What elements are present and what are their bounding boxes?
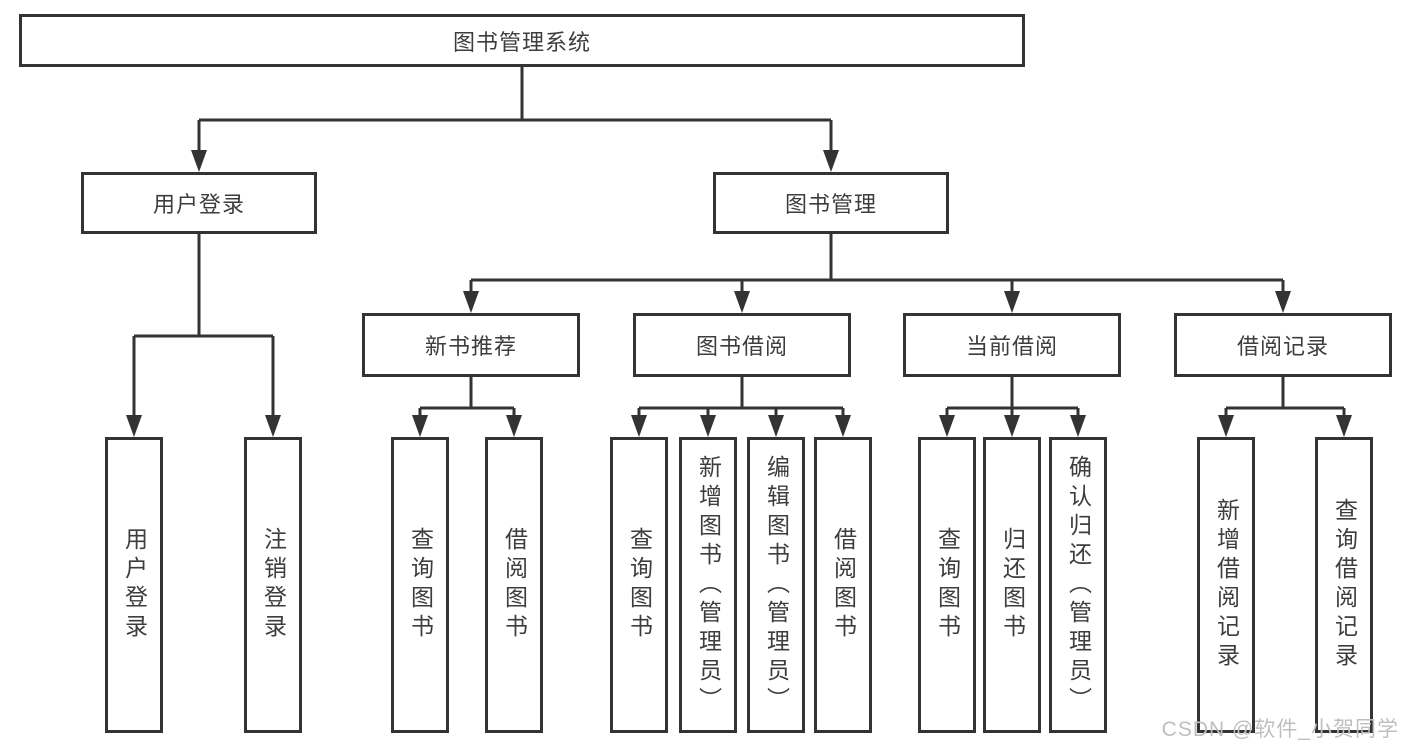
node-leaf-query-books: 查询图书 (391, 437, 449, 733)
node-label: 图书借阅 (695, 334, 788, 359)
node-current-borrowing: 当前借阅 (903, 313, 1121, 377)
node-leaf-edit-books-admin: 编辑图书（管理员） (747, 437, 805, 733)
node-new-book-recommend: 新书推荐 (362, 313, 580, 377)
node-leaf-confirm-return-admin: 确认归还（管理员） (1049, 437, 1107, 733)
connector-arrows (126, 150, 1352, 437)
node-label: 查询图书 (934, 527, 961, 643)
watermark: CSDN @软件_小贺同学 (1161, 718, 1399, 741)
node-label: 用户登录 (121, 527, 148, 643)
node-label: 查询图书 (626, 527, 653, 643)
node-label: 新增图书（管理员） (695, 454, 722, 716)
node-borrow-records: 借阅记录 (1174, 313, 1392, 377)
node-label: 借阅记录 (1236, 334, 1329, 359)
node-label: 新书推荐 (424, 334, 517, 359)
node-label: 注销登录 (260, 527, 287, 643)
node-leaf-add-borrow-record: 新增借阅记录 (1197, 437, 1255, 733)
node-label: 归还图书 (999, 527, 1026, 643)
node-user-login-module: 用户登录 (81, 172, 317, 234)
node-label: 借阅图书 (501, 527, 528, 643)
node-label: 图书管理系统 (452, 29, 591, 55)
node-leaf-logout: 注销登录 (244, 437, 302, 733)
node-leaf-borrow-books-2: 借阅图书 (814, 437, 872, 733)
node-book-management-module: 图书管理 (713, 172, 949, 234)
node-leaf-user-login: 用户登录 (105, 437, 163, 733)
node-label: 编辑图书（管理员） (763, 454, 790, 716)
node-leaf-borrow-books: 借阅图书 (485, 437, 543, 733)
node-label: 借阅图书 (830, 527, 857, 643)
node-leaf-query-books-3: 查询图书 (918, 437, 976, 733)
node-book-borrowing: 图书借阅 (633, 313, 851, 377)
node-leaf-query-books-2: 查询图书 (610, 437, 668, 733)
node-label: 确认归还（管理员） (1065, 454, 1092, 716)
node-label: 新增借阅记录 (1213, 498, 1240, 672)
node-label: 查询图书 (407, 527, 434, 643)
node-label: 查询借阅记录 (1331, 498, 1358, 672)
node-leaf-query-borrow-record: 查询借阅记录 (1315, 437, 1373, 733)
node-library-system: 图书管理系统 (19, 14, 1025, 67)
node-label: 图书管理 (784, 192, 877, 217)
node-label: 用户登录 (152, 192, 245, 217)
node-label: 当前借阅 (965, 334, 1058, 359)
node-leaf-return-books: 归还图书 (983, 437, 1041, 733)
node-leaf-add-books-admin: 新增图书（管理员） (679, 437, 737, 733)
